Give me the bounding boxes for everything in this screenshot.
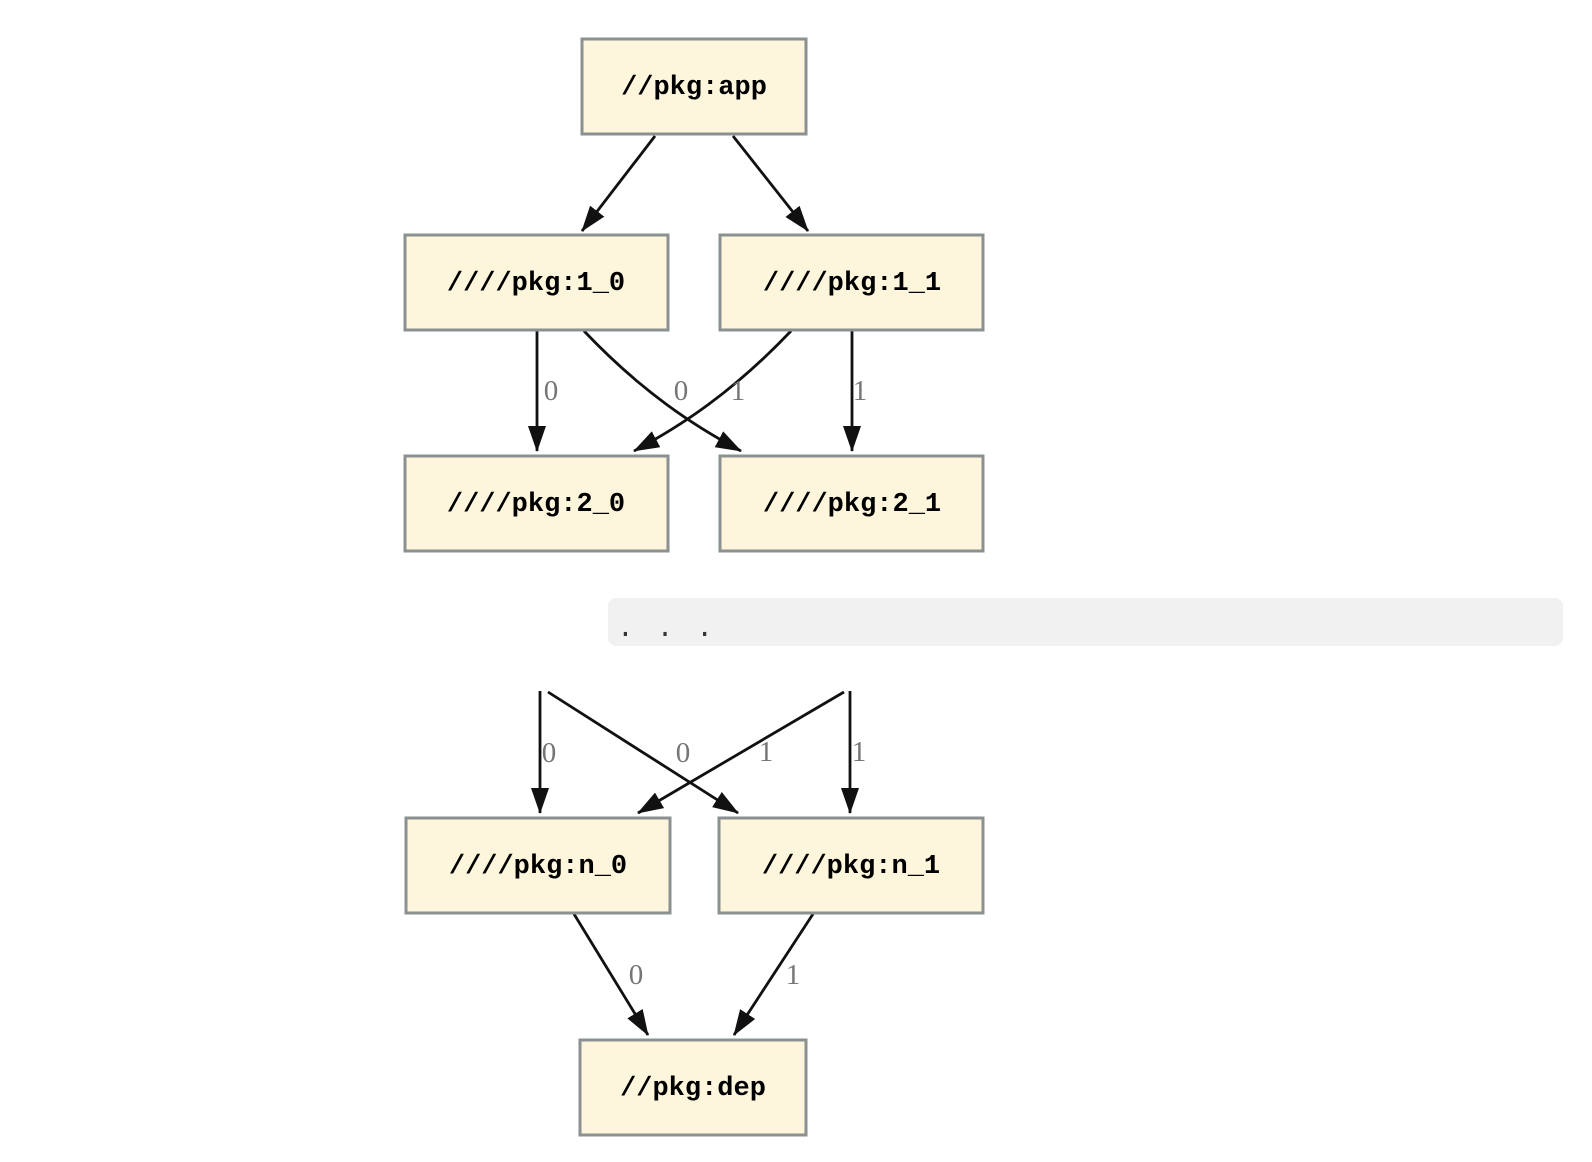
node-1_0-box <box>403 233 670 332</box>
node-n_1-box <box>717 816 985 915</box>
node-n_1: ////pkg:n_1 <box>717 816 985 915</box>
edge-label: 0 <box>676 737 691 769</box>
edge-hidden-to-n_1-cross <box>547 690 739 815</box>
edge-label: 1 <box>786 959 801 991</box>
node-1_1: ////pkg:1_1 <box>718 233 985 332</box>
edge-label: 0 <box>542 737 557 769</box>
ellipsis-bar: . . . <box>608 598 1563 646</box>
node-1_0: ////pkg:1_0 <box>403 233 670 332</box>
edge-label: 1 <box>852 736 867 768</box>
node-2_1-box <box>718 454 985 553</box>
edge-1_0-to-2_1 <box>582 330 742 453</box>
node-n_1-label: ////pkg:n_1 <box>762 852 940 882</box>
node-2_0-box <box>403 454 670 553</box>
edge-label: 0 <box>629 959 644 991</box>
node-n_0: ////pkg:n_0 <box>404 816 672 915</box>
edge-label: 1 <box>731 375 746 407</box>
node-1_1-box <box>718 233 985 332</box>
node-dep-box <box>578 1038 808 1137</box>
node-2_0: ////pkg:2_0 <box>403 454 670 553</box>
edge-n_1-to-dep <box>732 913 815 1036</box>
node-dep: //pkg:dep <box>578 1038 808 1137</box>
edge-app-to-1_0 <box>580 135 657 232</box>
edge-label: 1 <box>759 736 774 768</box>
node-2_1-label: ////pkg:2_1 <box>763 490 941 520</box>
edge-app-to-1_1 <box>731 135 810 232</box>
edges-layer <box>528 135 861 1036</box>
edge-label: 0 <box>674 375 689 407</box>
nodes-layer: //pkg:app ////pkg:1_0 ////pkg:1_1 ////pk… <box>403 37 985 1137</box>
edge-hidden-to-n_0-cross <box>637 690 845 815</box>
node-1_0-label: ////pkg:1_0 <box>447 269 625 299</box>
edge-1_1-to-2_0 <box>633 330 793 453</box>
node-n_0-label: ////pkg:n_0 <box>449 852 627 882</box>
ellipsis-bar-background <box>608 598 1563 646</box>
edge-n_0-to-dep <box>572 913 650 1036</box>
node-dep-label: //pkg:dep <box>620 1074 766 1104</box>
node-app-label: //pkg:app <box>621 73 767 103</box>
node-2_1: ////pkg:2_1 <box>718 454 985 553</box>
node-n_0-box <box>404 816 672 915</box>
edge-label: 0 <box>544 375 559 407</box>
edge-label: 1 <box>853 375 868 407</box>
node-1_1-label: ////pkg:1_1 <box>763 269 941 299</box>
ellipsis-dots: . . . <box>617 614 716 645</box>
node-app-box <box>580 37 808 136</box>
edge-labels-layer: 0 1 0 1 0 1 0 1 0 1 <box>542 375 868 991</box>
node-2_0-label: ////pkg:2_0 <box>447 490 625 520</box>
node-app: //pkg:app <box>580 37 808 136</box>
